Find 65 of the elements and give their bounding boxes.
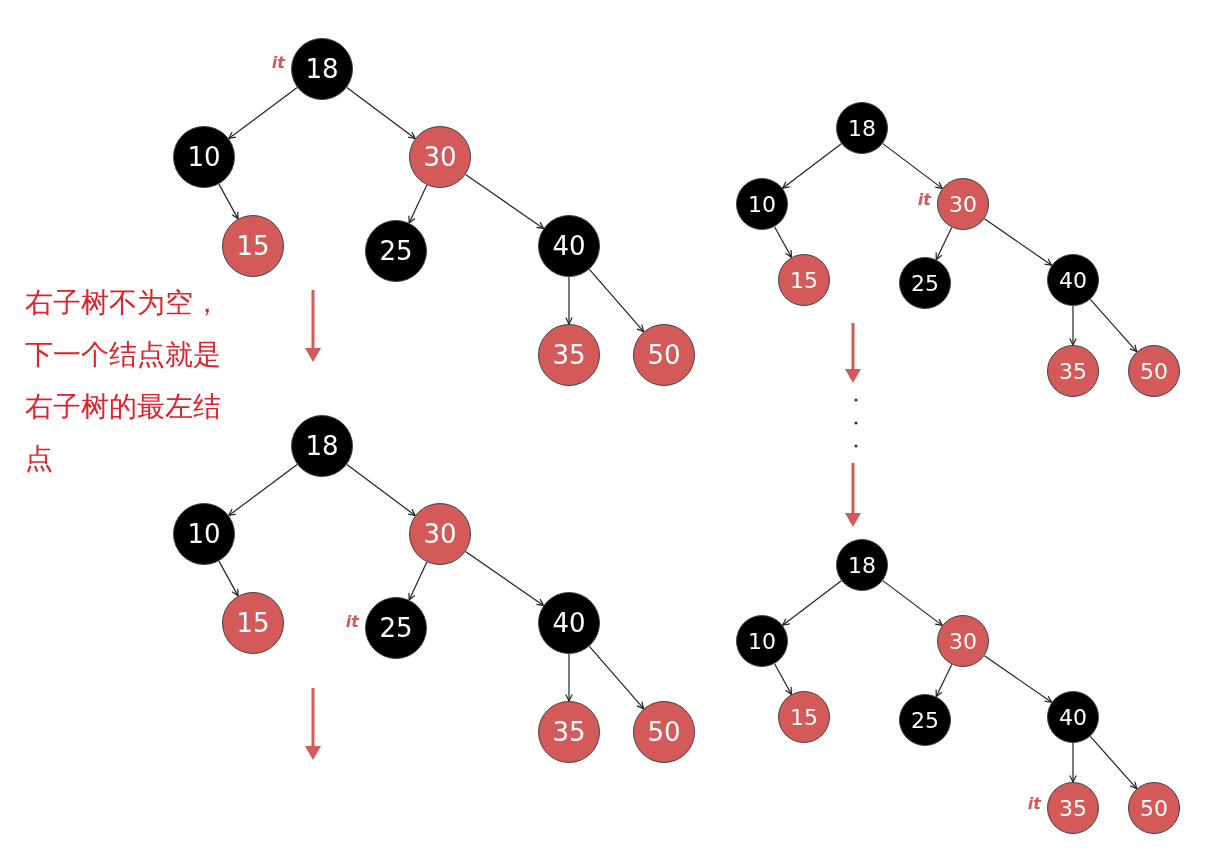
tree-node: 40 bbox=[1047, 254, 1099, 306]
tree-node: 30 bbox=[409, 126, 471, 188]
pointer-label: it bbox=[1026, 796, 1041, 812]
arrow bbox=[565, 276, 573, 325]
tree-node: 10 bbox=[736, 615, 788, 667]
arrow bbox=[218, 183, 239, 220]
arrow bbox=[408, 561, 428, 601]
tree-node: 15 bbox=[778, 691, 830, 743]
tree-node: 35 bbox=[538, 324, 600, 386]
tree-node: 50 bbox=[633, 324, 695, 386]
arrow bbox=[983, 218, 1053, 266]
tree-node: 15 bbox=[222, 592, 284, 654]
pointer-label: it bbox=[344, 614, 359, 630]
arrow bbox=[882, 143, 943, 189]
tree-node: 40 bbox=[538, 215, 600, 277]
arrow bbox=[1069, 742, 1077, 783]
arrow bbox=[218, 560, 239, 597]
arrow bbox=[935, 663, 953, 698]
arrow bbox=[565, 653, 573, 702]
arrow bbox=[228, 86, 298, 140]
tree-node: 25 bbox=[899, 694, 951, 746]
arrow bbox=[1089, 735, 1138, 790]
tree-node: 18 bbox=[291, 38, 353, 100]
arrow bbox=[774, 226, 792, 258]
tree-node: 10 bbox=[173, 126, 235, 188]
tree-node: 15 bbox=[778, 254, 830, 306]
arrow bbox=[346, 463, 416, 517]
tree-node: 15 bbox=[222, 215, 284, 277]
tree-node: 25 bbox=[365, 220, 427, 282]
tree-node: 25 bbox=[365, 597, 427, 659]
arrow bbox=[464, 551, 545, 606]
arrow bbox=[774, 663, 792, 695]
arrow bbox=[228, 463, 298, 517]
arrow bbox=[1069, 305, 1077, 346]
annotation-text: 右子树不为空，下一个结点就是右子树的最左结点 bbox=[25, 285, 222, 477]
tree-node: 10 bbox=[736, 178, 788, 230]
arrow bbox=[588, 268, 645, 333]
tree-node: 18 bbox=[836, 539, 888, 591]
tree-node: 18 bbox=[836, 102, 888, 154]
tree-node: 30 bbox=[937, 615, 989, 667]
tree-node: 50 bbox=[633, 701, 695, 763]
arrow bbox=[935, 226, 953, 261]
arrow bbox=[782, 143, 842, 189]
tree-node: 35 bbox=[1047, 782, 1099, 834]
tree-node: 50 bbox=[1128, 782, 1180, 834]
arrow bbox=[464, 174, 545, 229]
tree-node: 30 bbox=[409, 503, 471, 565]
tree-node: 40 bbox=[1047, 691, 1099, 743]
arrow bbox=[346, 86, 416, 140]
tree-node: 35 bbox=[538, 701, 600, 763]
pointer-label: it bbox=[916, 192, 931, 208]
tree-node: 30 bbox=[937, 178, 989, 230]
tree-node: 50 bbox=[1128, 345, 1180, 397]
arrow bbox=[782, 580, 842, 626]
arrow bbox=[1089, 298, 1138, 353]
tree-node: 25 bbox=[899, 257, 951, 309]
arrow bbox=[408, 184, 428, 224]
tree-node: 40 bbox=[538, 592, 600, 654]
tree-node: 35 bbox=[1047, 345, 1099, 397]
arrow bbox=[588, 645, 645, 710]
arrow bbox=[983, 655, 1053, 703]
tree-node: 18 bbox=[291, 415, 353, 477]
arrow bbox=[882, 580, 943, 626]
pointer-label: it bbox=[270, 55, 285, 71]
tree-node: 10 bbox=[173, 503, 235, 565]
